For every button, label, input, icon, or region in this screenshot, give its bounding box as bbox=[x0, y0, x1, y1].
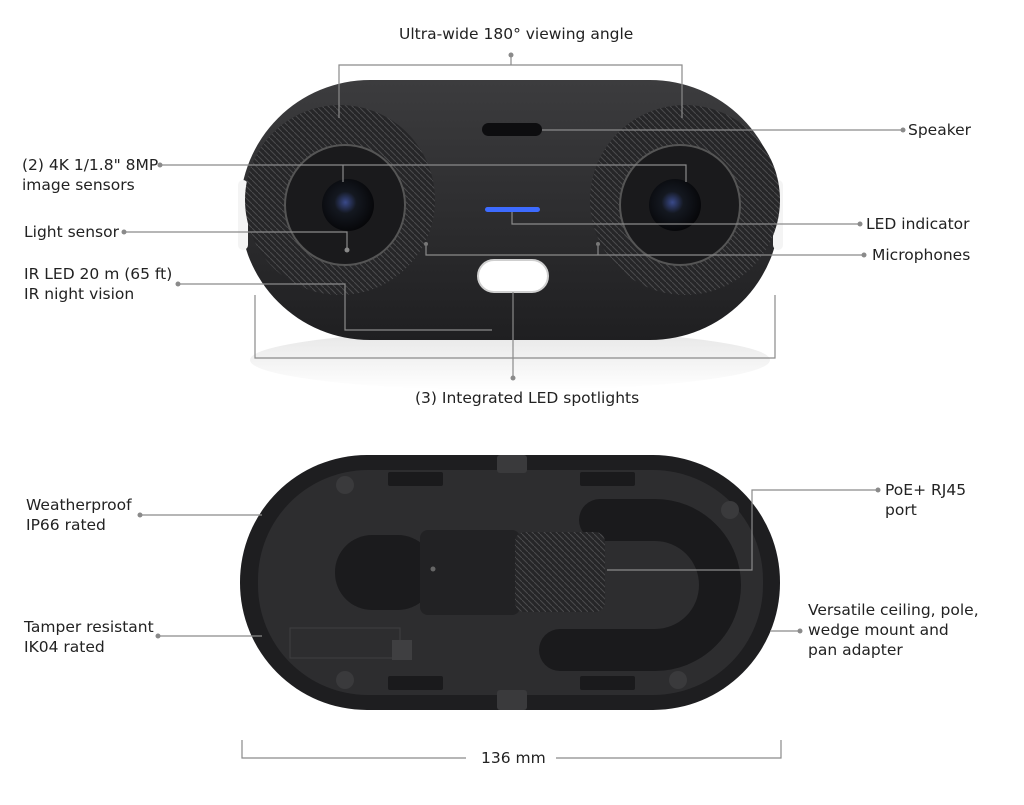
label-weatherproof-line1: Weatherproof bbox=[26, 496, 132, 514]
label-mount-line1: Versatile ceiling, pole, bbox=[808, 601, 979, 619]
cable-channel bbox=[539, 499, 741, 671]
label-ir: IR LED 20 m (65 ft) IR night vision bbox=[24, 264, 172, 304]
clip-bottom-right bbox=[580, 676, 635, 690]
label-ir-line2: IR night vision bbox=[24, 285, 135, 303]
rear-leader-lines bbox=[140, 489, 878, 759]
label-viewing-angle: Ultra-wide 180° viewing angle bbox=[399, 25, 634, 43]
label-tamper-line1: Tamper resistant bbox=[24, 618, 154, 636]
rear-view bbox=[240, 455, 780, 710]
left-lens bbox=[322, 179, 374, 231]
connector-dot bbox=[430, 566, 436, 572]
cable-body bbox=[335, 535, 435, 610]
label-weatherproof: Weatherproof IP66 rated bbox=[26, 495, 132, 535]
label-tamper-line2: IK04 rated bbox=[24, 638, 105, 656]
light-sensor-dot bbox=[344, 247, 350, 253]
bottom-hinge bbox=[497, 690, 527, 710]
label-poe-line1: PoE+ RJ45 bbox=[885, 481, 967, 499]
clip-top-left bbox=[388, 472, 443, 486]
label-spotlights: (3) Integrated LED spotlights bbox=[415, 389, 640, 407]
right-lens bbox=[649, 179, 701, 231]
front-leader-lines bbox=[124, 55, 903, 378]
label-image-sensors-line1: (2) 4K 1/1.8" 8MP bbox=[22, 156, 159, 174]
label-poe-line2: port bbox=[885, 501, 917, 519]
label-light-sensor: Light sensor bbox=[24, 223, 119, 241]
front-leader-dots bbox=[121, 52, 906, 381]
label-weatherproof-line2: IP66 rated bbox=[26, 516, 106, 534]
screw-bottom-right bbox=[669, 671, 687, 689]
clip-top-right bbox=[580, 472, 635, 486]
label-microphones: Microphones bbox=[872, 246, 971, 264]
label-width: 136 mm bbox=[481, 749, 546, 767]
rear-leader-dots bbox=[137, 487, 881, 639]
front-shadow bbox=[250, 330, 770, 390]
front-view bbox=[238, 80, 783, 390]
screw-bottom-left bbox=[336, 671, 354, 689]
qr-code bbox=[392, 640, 412, 660]
label-speaker: Speaker bbox=[908, 121, 972, 139]
center-spotlight bbox=[477, 259, 549, 293]
screw-top-left bbox=[336, 476, 354, 494]
cable-connector bbox=[420, 530, 520, 615]
label-tamper: Tamper resistant IK04 rated bbox=[24, 617, 154, 657]
label-image-sensors-line2: image sensors bbox=[22, 176, 135, 194]
label-image-sensors: (2) 4K 1/1.8" 8MP image sensors bbox=[22, 155, 158, 195]
clip-bottom-left bbox=[388, 676, 443, 690]
label-mount-line3: pan adapter bbox=[808, 641, 903, 659]
microphone-right bbox=[596, 242, 600, 246]
label-mount-line2: wedge mount and bbox=[808, 621, 949, 639]
cable-grip bbox=[515, 532, 605, 612]
label-poe: PoE+ RJ45 port bbox=[885, 480, 966, 520]
led-indicator bbox=[485, 207, 540, 212]
microphone-left bbox=[424, 242, 428, 246]
speaker-grille bbox=[482, 123, 542, 136]
label-mount: Versatile ceiling, pole, wedge mount and… bbox=[808, 600, 979, 660]
top-hinge bbox=[497, 455, 527, 473]
screw-top-right bbox=[721, 501, 739, 519]
label-led-indicator: LED indicator bbox=[866, 215, 970, 233]
label-ir-line1: IR LED 20 m (65 ft) bbox=[24, 265, 173, 283]
